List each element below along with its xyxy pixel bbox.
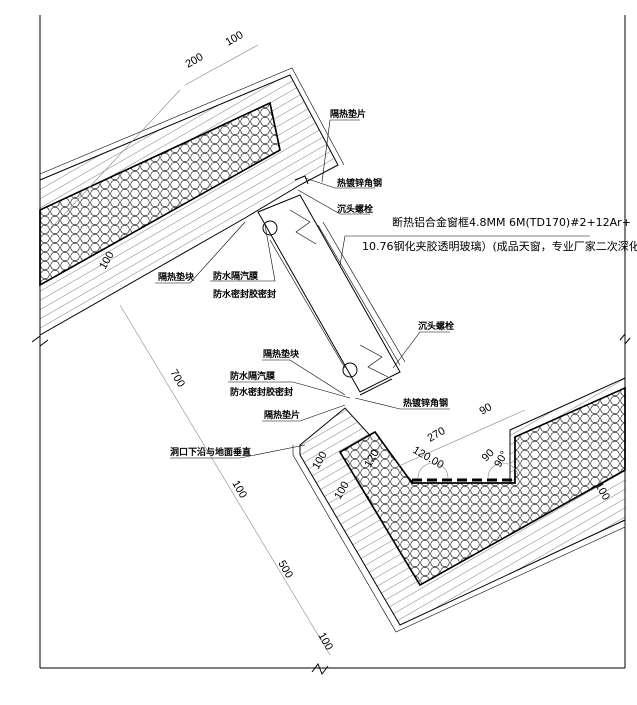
break-line-bottom xyxy=(311,662,329,676)
label-window-spec-line1: 断热铝合金窗框4.8MM 6M(TD170)#2+12Ar+ xyxy=(392,215,631,229)
drawing-frame xyxy=(31,15,631,676)
lower-roof-slab xyxy=(292,377,626,633)
break-line-left xyxy=(31,335,49,347)
label-opening-note: 洞口下沿与地面垂直 xyxy=(170,446,251,458)
label-upper-sealant: 防水密封胶密封 xyxy=(213,288,276,300)
dim-500: 500 xyxy=(275,559,295,581)
label-upper-galvanized-angle: 热镀锌角钢 xyxy=(337,177,382,189)
break-line-right xyxy=(619,332,631,346)
dimension-lines xyxy=(44,44,526,656)
sealant-backer-upper xyxy=(262,220,278,236)
label-lower-countersunk-bolt: 沉头螺栓 xyxy=(418,320,454,332)
sealant-backer-lower xyxy=(342,362,358,378)
label-lower-sealant: 防水密封胶密封 xyxy=(230,386,293,398)
dim-200: 200 xyxy=(184,51,206,71)
label-lower-thermal-block: 隔热垫块 xyxy=(263,348,300,360)
label-window-spec-line2: 10.76钢化夹胶透明玻璃）(成品天窗，专业厂家二次深化设计) xyxy=(362,239,637,253)
dim-100-top: 100 xyxy=(224,29,246,49)
label-upper-vapor-membrane: 防水隔汽膜 xyxy=(213,270,259,282)
label-lower-vapor-membrane: 防水隔汽膜 xyxy=(230,370,276,382)
label-lower-thermal-gasket: 隔热垫片 xyxy=(264,409,300,421)
label-upper-thermal-gasket: 隔热垫片 xyxy=(330,108,366,120)
dim-100-b: 100 xyxy=(315,631,335,653)
dim-100-a: 100 xyxy=(229,479,249,501)
dim-120: 120.00 xyxy=(411,444,446,471)
label-lower-galvanized-angle: 热镀锌角钢 xyxy=(403,397,448,409)
annotations: 隔热垫片 热镀锌角钢 沉头螺栓 断热铝合金窗框4.8MM 6M(TD170)#2… xyxy=(158,108,637,458)
label-upper-thermal-block: 隔热垫块 xyxy=(158,271,195,283)
skylight-window xyxy=(257,175,406,396)
leader-lines xyxy=(155,119,590,459)
angle-90: 90° xyxy=(492,449,511,469)
dim-700: 700 xyxy=(167,368,187,390)
upper-roof-slab xyxy=(39,67,345,336)
dim-90-a: 90 xyxy=(478,401,495,418)
label-upper-countersunk-bolt: 沉头螺栓 xyxy=(337,203,373,215)
dim-270: 270 xyxy=(426,425,448,445)
